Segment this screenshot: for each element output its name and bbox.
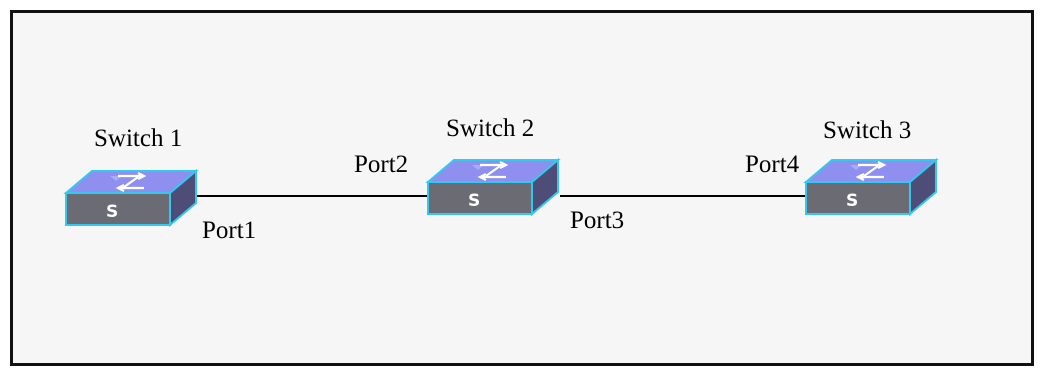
switch-2-label: Switch 2 xyxy=(446,115,534,142)
switch-3-label: Switch 3 xyxy=(823,117,911,144)
switch-1-label: Switch 1 xyxy=(94,125,182,152)
switch-icon xyxy=(804,158,938,216)
switch-face-letter: S xyxy=(468,191,480,211)
port4-label: Port4 xyxy=(745,151,800,178)
port1-label: Port1 xyxy=(202,217,256,244)
switch-1: S xyxy=(64,169,198,227)
switch-face-letter: S xyxy=(106,202,118,222)
port2-label: Port2 xyxy=(354,151,408,178)
switch-face-letter: S xyxy=(846,191,858,211)
switch-3: S xyxy=(804,158,938,216)
switch-icon xyxy=(64,169,198,227)
port3-label: Port3 xyxy=(570,207,624,234)
switch-icon xyxy=(426,158,560,216)
switch-2: S xyxy=(426,158,560,216)
